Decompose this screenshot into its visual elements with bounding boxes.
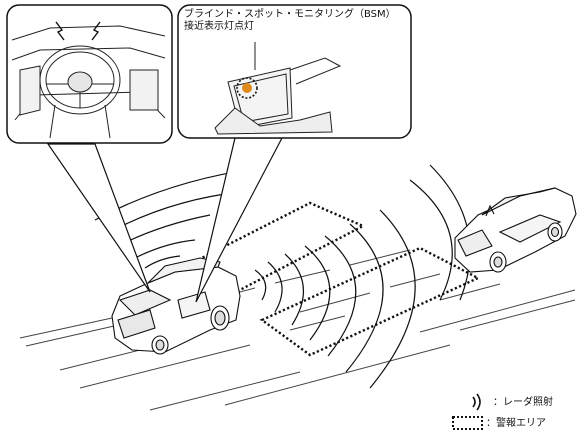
bsm-callout-title: ブラインド・スポット・モニタリング（BSM） [184,9,396,20]
legend-radar-label: ：レーダ照射 [493,397,553,408]
bsm-indicator-light [242,83,252,93]
radar-arcs [94,164,471,389]
warning-flash-icon [55,21,101,41]
indicator-highlight-ring [236,77,258,99]
approaching-car [454,187,577,273]
own-car [111,257,241,355]
bsm-callout-subtitle: 接近表示灯点灯 [184,21,254,32]
legend-zone-label: ：警報エリア [486,418,546,429]
steering-callout [6,4,173,144]
mirror-callout [177,4,412,139]
radar-waves-icon [472,393,481,411]
warning-zone-icon [452,416,483,430]
road-lines [19,249,576,411]
